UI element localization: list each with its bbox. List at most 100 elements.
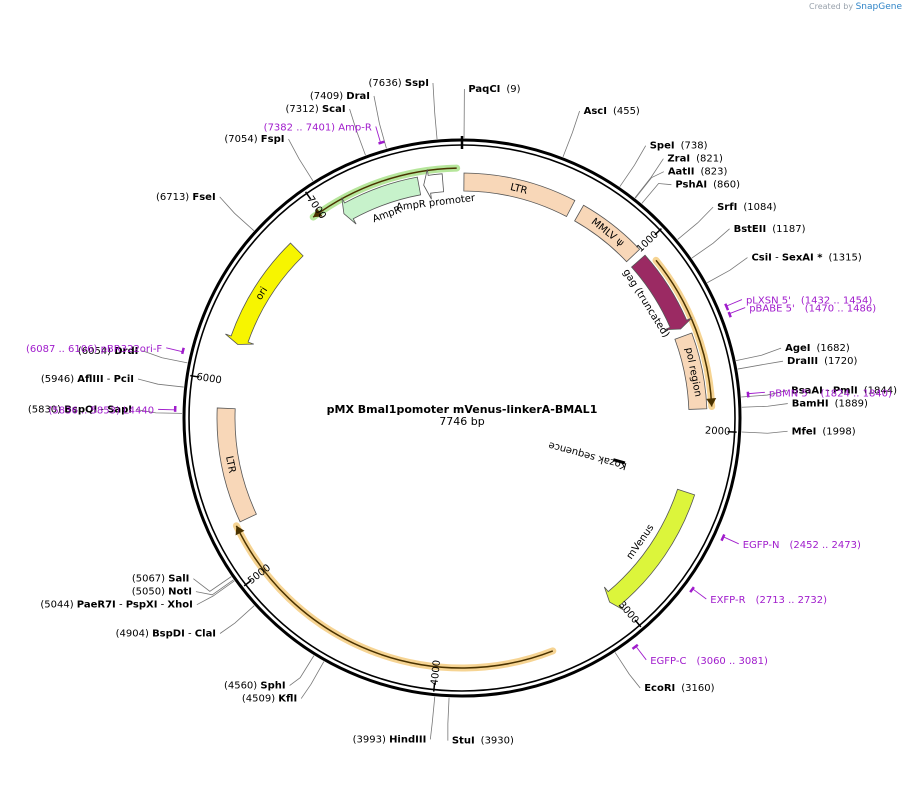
site-enzyme: SrfI xyxy=(717,202,737,213)
site-coord: (1315) xyxy=(828,253,861,264)
site-sspi: (7636) SspI xyxy=(368,78,438,140)
site-enzyme: AscI xyxy=(584,106,607,117)
primer-mark xyxy=(720,533,726,542)
feature-label: LTR xyxy=(223,455,237,474)
primer-label: (7382 .. 7401) Amp-R xyxy=(264,122,372,133)
site-leader xyxy=(195,579,234,596)
site-label: BamHI(1889) xyxy=(792,399,868,410)
primer-l4440: (5836 .. 5853) L4440 xyxy=(48,405,177,416)
site-enzyme: EcoRI xyxy=(644,683,675,694)
site-label: BstEII(1187) xyxy=(734,224,806,235)
primer-label: (5836 .. 5853) L4440 xyxy=(48,405,154,416)
site-enzyme: StuI xyxy=(452,736,475,747)
site-coord: (5946) xyxy=(41,374,77,385)
site-enzyme: PspXI xyxy=(126,600,158,611)
feature-shape xyxy=(423,169,445,200)
orf-arrowhead xyxy=(313,208,323,218)
site-enzyme: MfeI xyxy=(792,426,817,437)
scale-tick xyxy=(634,619,642,628)
feature-shape xyxy=(216,407,257,523)
primer-name: Amp-R xyxy=(338,122,372,133)
site-afliii: (5946) AflIII - PciI xyxy=(41,374,184,388)
primer-mark xyxy=(180,347,185,355)
primer-label: EXFP-R (2713 .. 2732) xyxy=(710,595,827,606)
site-mfei: MfeI(1998) xyxy=(741,426,856,437)
primer-egfp-n: EGFP-N(2452 .. 2473) xyxy=(720,533,861,551)
site-enzyme: SapI xyxy=(107,405,132,416)
primer-label: pBMN 5'(1824 .. 1840) xyxy=(769,388,892,399)
site-zrai: ZraI(821) xyxy=(634,154,723,199)
primer-name: L4440 xyxy=(123,405,154,416)
primer-leader xyxy=(723,536,739,545)
site-label: AscI (455) xyxy=(584,106,640,117)
site-sep: - xyxy=(823,386,833,397)
site-sep: - xyxy=(104,374,114,385)
site-sep: - xyxy=(157,600,167,611)
primer-mark xyxy=(746,391,750,398)
site-enzyme: DrdI xyxy=(114,346,138,357)
site-enzyme: DraI xyxy=(346,91,370,102)
primer-egfp-c: EGFP-C(3060 .. 3081) xyxy=(631,643,768,667)
site-label: CsiI - SexAI *(1315) xyxy=(751,253,861,264)
site-label: (5044) PaeR7I - PspXI - XhoI xyxy=(40,600,192,611)
site-enzyme: ClaI xyxy=(195,628,216,639)
site-bspqi: (5830) BspQI - SapI xyxy=(28,405,183,416)
site-coord: (1889) xyxy=(835,399,868,410)
feature-shape xyxy=(674,332,708,410)
site-coord: (5067) xyxy=(132,574,168,585)
site-leader xyxy=(196,580,235,606)
site-scai: (7312) ScaI xyxy=(286,104,366,156)
scale-tick xyxy=(654,228,662,236)
primer-leader xyxy=(730,307,746,314)
site-coord: (455) xyxy=(613,106,640,117)
site-label: (6054) DrdI xyxy=(78,346,139,357)
primer-mark xyxy=(378,140,385,145)
kozak-mark xyxy=(612,458,626,465)
site-coord: (5044) xyxy=(40,600,76,611)
site-sep: - xyxy=(772,253,782,264)
primer-range: (2713 .. 2732) xyxy=(756,595,828,606)
site-coord: (1084) xyxy=(743,202,776,213)
site-coord: (7312) xyxy=(286,104,322,115)
snapgene-credit: Created by SnapGene xyxy=(809,2,902,12)
site-coord: (1187) xyxy=(772,224,805,235)
site-drdi: (6054) DrdI xyxy=(78,346,188,364)
site-label: (3993) HindIII xyxy=(353,734,427,745)
plasmid-length: 7746 bp xyxy=(439,415,484,428)
feature-shape xyxy=(463,172,576,218)
site-layer: PaqCI(9)AscI(455)SpeI(738)ZraI(821)AatII… xyxy=(28,78,897,747)
primer-name: pLXSN 5' xyxy=(746,296,791,307)
scale-tick-label: 4000 xyxy=(429,659,443,685)
site-label: SpeI(738) xyxy=(650,141,708,152)
site-asci: AscI (455) xyxy=(562,106,640,157)
site-label: EcoRI(3160) xyxy=(644,683,714,694)
site-leader xyxy=(741,403,788,408)
primer-range: (7382 .. 7401) xyxy=(264,122,339,133)
primer-mark xyxy=(689,586,695,593)
site-sali: (5067) SalI xyxy=(132,574,232,592)
site-enzyme: FspI xyxy=(261,134,285,145)
site-hindiii: (3993) HindIII xyxy=(353,696,436,745)
primer-name: EXFP-R xyxy=(710,595,745,606)
credit-prefix: Created by xyxy=(809,2,854,11)
site-label: (5830) BspQI - SapI xyxy=(28,405,132,416)
site-coord: (7054) xyxy=(224,134,260,145)
site-enzyme: SspI xyxy=(405,78,429,89)
orf-glow xyxy=(232,522,557,672)
site-label: SrfI (1084) xyxy=(717,202,777,213)
site-label: DraIII(1720) xyxy=(787,356,858,367)
primer-range: (1470 .. 1486) xyxy=(805,304,877,315)
site-coord: (821) xyxy=(696,154,723,165)
site-label: PshAI(860) xyxy=(675,180,740,191)
site-coord: (3930) xyxy=(481,736,514,747)
primer-label: EGFP-C(3060 .. 3081) xyxy=(650,656,768,667)
feature-ltr: LTR xyxy=(463,172,576,218)
scale-tick-label: 2000 xyxy=(705,426,731,438)
primer-pbabe-5-: pBABE 5'(1470 .. 1486) xyxy=(727,304,877,318)
site-coord: (1720) xyxy=(824,356,857,367)
primer-pbmn-5-: pBMN 5'(1824 .. 1840) xyxy=(746,388,892,399)
site-label: AatII(823) xyxy=(668,167,728,178)
feature-kozak-sequence: Kozak sequence xyxy=(547,439,628,471)
site-enzyme: AflIII xyxy=(77,374,103,385)
feature-ltr: LTR xyxy=(216,407,257,523)
